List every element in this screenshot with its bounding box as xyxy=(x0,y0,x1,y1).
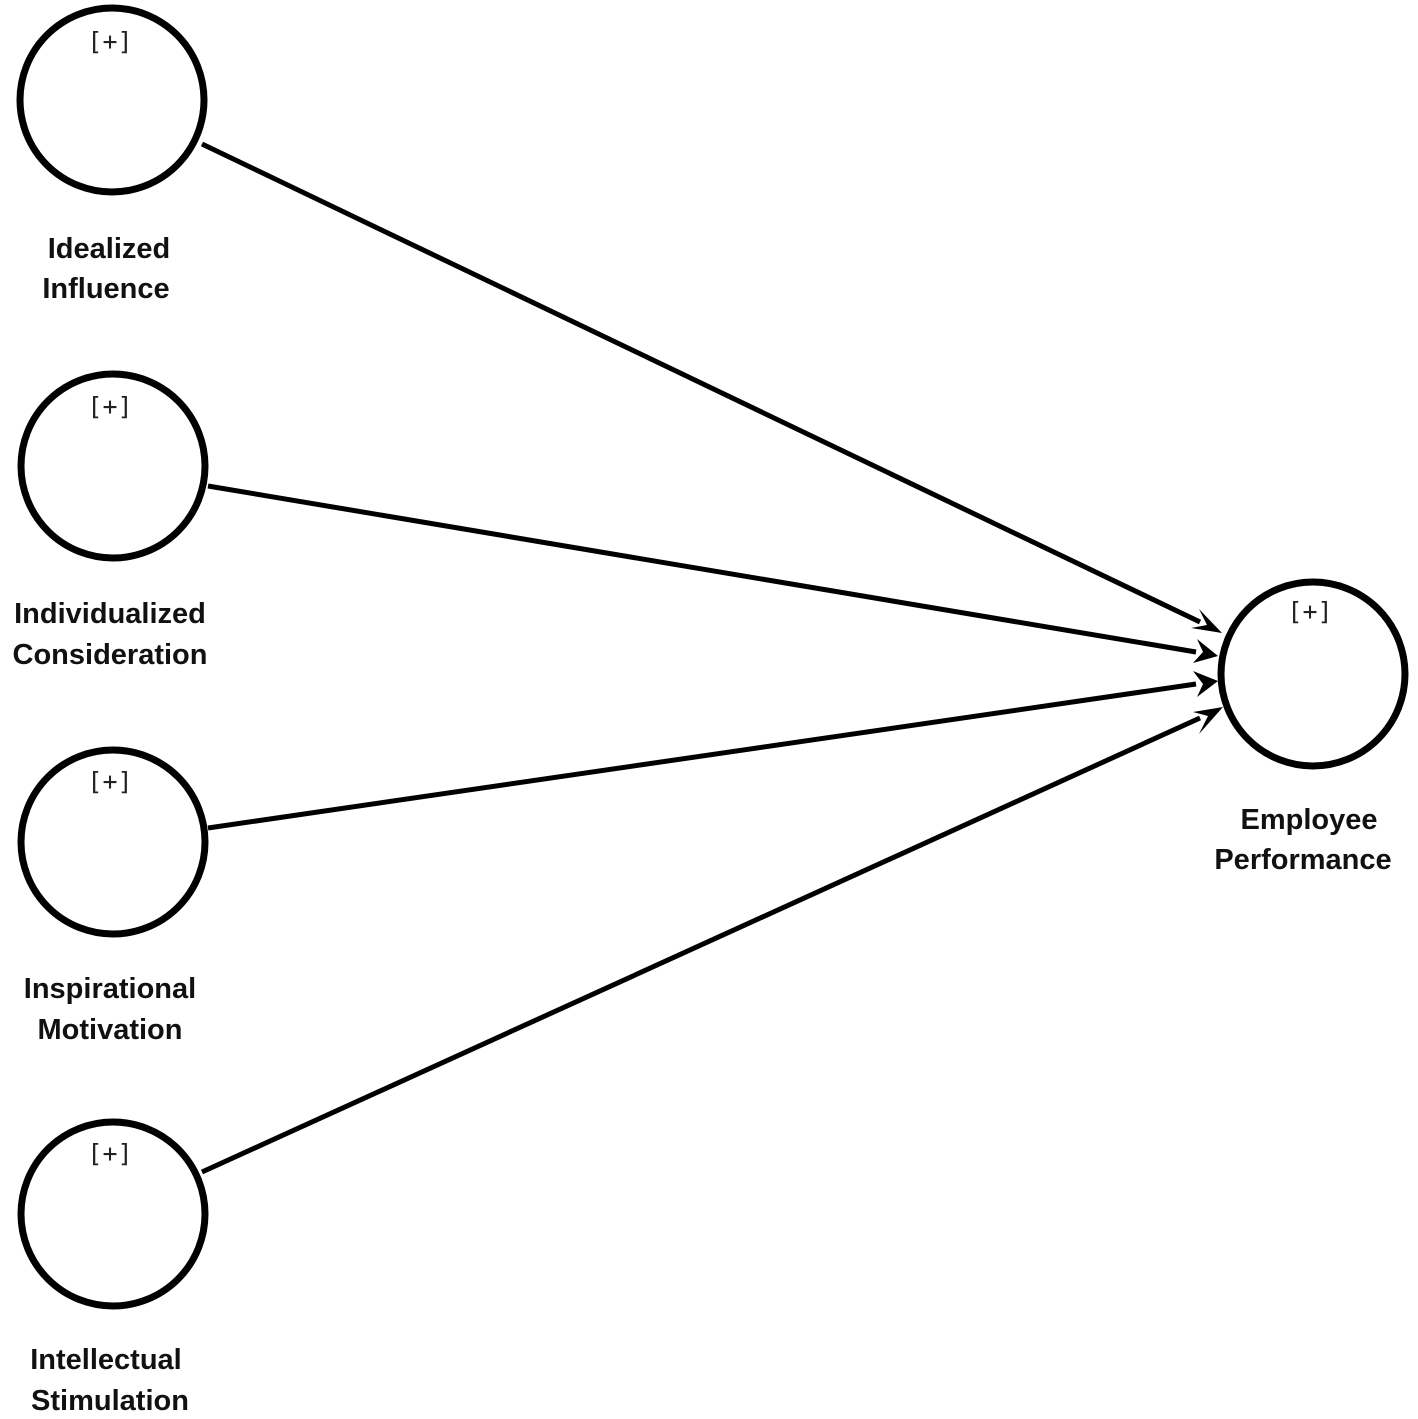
expand-marker[interactable]: [+] xyxy=(87,392,132,421)
construct-label-line-2: Consideration xyxy=(13,639,208,671)
construct-circle[interactable] xyxy=(17,1118,209,1310)
construct-label-line-1: Intellectual xyxy=(30,1344,182,1376)
arrow-head-intellectual-stimulation xyxy=(1193,707,1223,734)
path-intellectual-stimulation-to-employee-performance xyxy=(200,715,1202,1175)
construct-label-line-2: Motivation xyxy=(38,1014,183,1046)
path-idealized-influence-to-employee-performance xyxy=(200,141,1202,625)
construct-intellectual-stimulation[interactable]: [+] Intellectual Stimulation xyxy=(17,1118,209,1417)
construct-label-line-2: Performance xyxy=(1214,844,1391,876)
construct-circle[interactable] xyxy=(16,4,208,196)
construct-idealized-influence[interactable]: [+] Idealized Influence xyxy=(16,4,208,305)
construct-circle[interactable] xyxy=(1217,578,1409,770)
expand-marker[interactable]: [+] xyxy=(87,767,132,796)
expand-marker[interactable]: [+] xyxy=(87,1139,132,1168)
construct-inspirational-motivation[interactable]: [+] Inspirational Motivation xyxy=(17,746,209,1046)
construct-label-line-2: Stimulation xyxy=(31,1385,189,1417)
construct-label-line-1: Idealized xyxy=(48,233,171,265)
construct-label-line-1: Employee xyxy=(1241,804,1378,836)
path-individualized-consideration-to-employee-performance xyxy=(207,483,1197,655)
construct-employee-performance[interactable]: [+] Employee Performance xyxy=(1214,578,1409,876)
construct-circle[interactable] xyxy=(17,746,209,938)
arrow-head-idealized-influence xyxy=(1191,609,1222,633)
construct-label-line-1: Inspirational xyxy=(24,973,196,1005)
paths xyxy=(200,141,1223,1175)
construct-label-line-1: Individualized xyxy=(14,598,206,630)
construct-individualized-consideration[interactable]: [+] Individualized Consideration xyxy=(13,370,209,671)
construct-label-line-2: Influence xyxy=(42,273,169,305)
arrow-head-inspirational-motivation xyxy=(1193,671,1218,697)
arrow-head-individualized-consideration xyxy=(1193,639,1218,663)
path-inspirational-motivation-to-employee-performance xyxy=(207,681,1197,831)
expand-marker[interactable]: [+] xyxy=(87,27,132,56)
construct-circle[interactable] xyxy=(17,370,209,562)
expand-marker[interactable]: [+] xyxy=(1287,597,1332,626)
